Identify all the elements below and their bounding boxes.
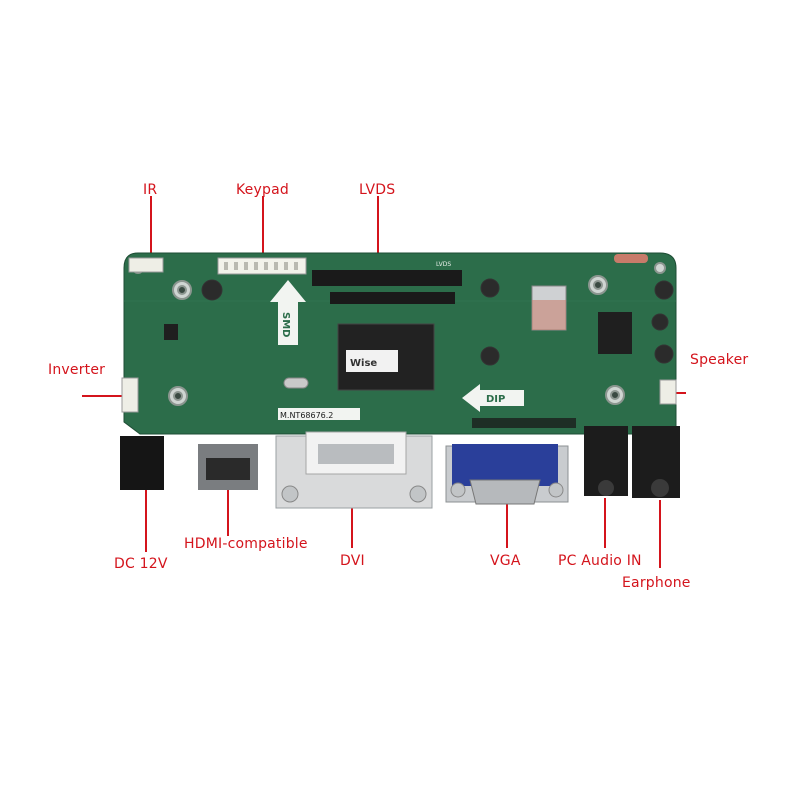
ports [120,426,680,509]
smd-arrow: SMD [270,280,306,345]
mounting-holes [132,262,666,406]
dip-arrow: DIP [462,384,524,412]
inverter-connector [121,377,139,413]
earphone-label: Earphone [622,575,691,591]
dc-jack [120,436,164,490]
lvds-silk: LVDS [436,261,451,268]
keypad-connector [217,257,307,275]
ir-connector [128,257,164,273]
controller-board: LVDS SMD Wise DIP M.NT68676.2 [121,252,677,435]
pc-audio-label: PC Audio IN [558,553,642,569]
callout-lines [82,196,686,568]
vga-label: VGA [490,553,521,569]
audio-amp [598,312,632,354]
inverter-label: Inverter [48,362,106,378]
dip-label: DIP [486,394,505,405]
lvds-header [312,270,462,286]
inverter-line [82,395,127,398]
dvi-label: DVI [340,553,365,569]
model-label: M.NT68676.2 [280,411,333,420]
chip-logo: Wise [350,358,377,369]
smd-label: SMD [280,312,291,337]
speaker-label: Speaker [690,352,749,368]
ir-label: IR [143,182,158,198]
keypad-label: Keypad [236,182,289,198]
hdmi-label: HDMI-compatible [184,536,308,552]
speaker-connector [659,379,677,405]
lvds-label: LVDS [359,182,396,198]
dc-label: DC 12V [114,556,168,572]
capacitors [201,278,674,366]
